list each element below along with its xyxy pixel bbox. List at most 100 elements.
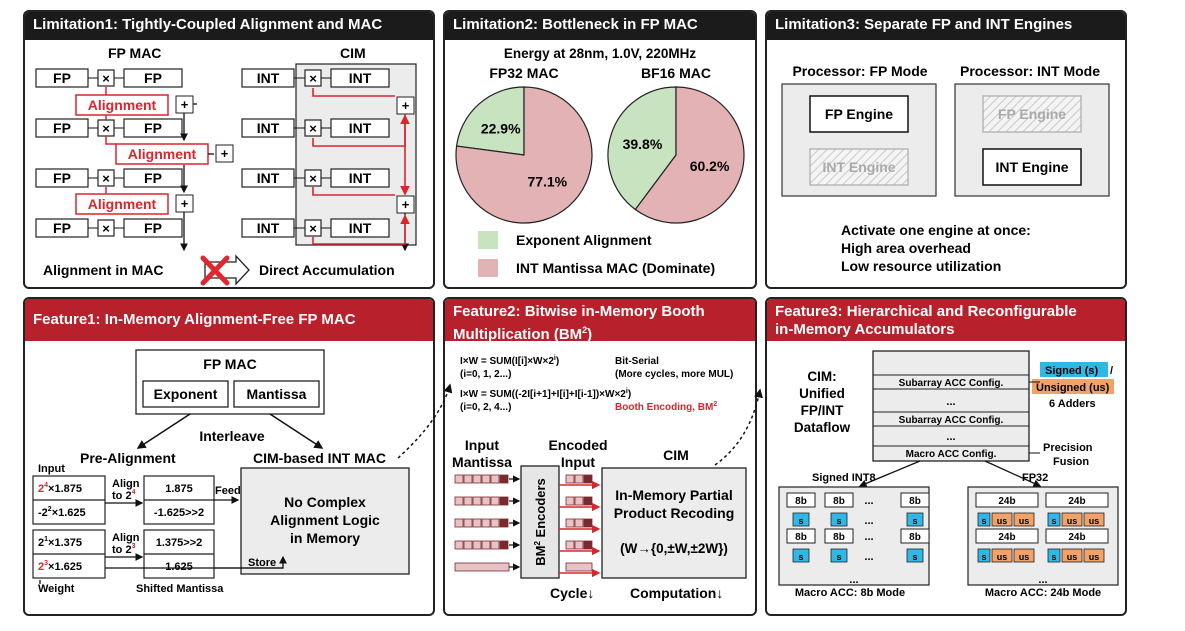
- pie-label-2-2: 60.2%: [690, 158, 730, 174]
- svg-text:INT Engine: INT Engine: [995, 159, 1068, 175]
- svg-text:FP: FP: [53, 220, 71, 236]
- svg-text:×: ×: [309, 221, 317, 236]
- svg-text:Input: Input: [561, 454, 596, 470]
- pie-fp32-title: FP32 MAC: [489, 65, 558, 81]
- lim1-caption-left: Alignment in MAC: [43, 262, 164, 278]
- svg-text:s: s: [912, 516, 917, 526]
- lim3-int-mode-label: Processor: INT Mode: [960, 63, 1100, 79]
- feature2-title: Feature2: Bitwise in-Memory Booth Multip…: [445, 299, 755, 343]
- int-row-2: INT×INT: [241, 118, 390, 138]
- lim3-note-1: Activate one engine at once:: [841, 222, 1031, 238]
- feature3-title-line1: Feature3: Hierarchical and Reconfigurabl…: [775, 303, 1077, 320]
- svg-text:s: s: [1051, 516, 1056, 526]
- lim1-cim-label: CIM: [340, 45, 366, 61]
- svg-text:INT: INT: [257, 170, 280, 186]
- pie-slice-2-2: [634, 86, 745, 224]
- svg-text:INT: INT: [349, 220, 372, 236]
- lim1-cross-icon: [200, 255, 230, 286]
- svg-text:Subarray ACC Config.: Subarray ACC Config.: [899, 378, 1004, 389]
- feat2-cim-box: [601, 467, 747, 579]
- pie-label-1-1: 22.9%: [481, 120, 521, 136]
- svg-text:/: /: [1110, 365, 1113, 377]
- svg-text:s: s: [981, 552, 986, 562]
- svg-text:us: us: [997, 552, 1008, 562]
- svg-text:×: ×: [309, 171, 317, 186]
- legend-exponent-alignment: Exponent Alignment: [516, 232, 652, 248]
- svg-text:us: us: [1089, 516, 1100, 526]
- lim1-cim-plus-2: +: [402, 197, 410, 212]
- svg-text:s: s: [836, 552, 841, 562]
- feat1-weight-label: Weight: [38, 583, 75, 595]
- limitation2-title: Limitation2: Bottleneck in FP MAC: [445, 12, 755, 40]
- feat2-computation: Computation↓: [630, 585, 723, 601]
- svg-text:×: ×: [309, 121, 317, 136]
- svg-text:No Complex: No Complex: [284, 494, 366, 510]
- feat1-to-feat2-link: [397, 383, 453, 459]
- svg-text:(i=0, 2, 4...): (i=0, 2, 4...): [460, 402, 511, 413]
- lim1-plus-1: +: [181, 97, 189, 112]
- svg-text:24b: 24b: [998, 532, 1015, 543]
- svg-text:INT: INT: [257, 70, 280, 86]
- svg-text:1.625: 1.625: [165, 561, 193, 573]
- svg-text:×: ×: [102, 221, 110, 236]
- svg-text:Subarray ACC Config.: Subarray ACC Config.: [899, 415, 1004, 426]
- fp-row-1: FP×FP: [35, 68, 183, 88]
- feat1-shifted-label: Shifted Mantissa: [136, 583, 224, 595]
- lim1-caption-right: Direct Accumulation: [259, 262, 395, 278]
- svg-text:s: s: [1051, 552, 1056, 562]
- feat3-signed-int8: Signed INT8: [812, 472, 876, 484]
- svg-text:...: ...: [864, 495, 873, 507]
- svg-text:8b: 8b: [909, 532, 921, 543]
- svg-text:us: us: [1067, 552, 1078, 562]
- feat1-interleave: Interleave: [199, 428, 265, 444]
- int-row-3: INT×INT: [241, 168, 390, 188]
- svg-text:(More cycles, more MUL): (More cycles, more MUL): [615, 369, 733, 380]
- svg-text:FP: FP: [144, 220, 162, 236]
- pie-bf16: 39.8%60.2%: [607, 86, 745, 224]
- lim2-diagram: Energy at 28nm, 1.0V, 220MHz FP32 MAC BF…: [455, 46, 745, 277]
- svg-text:1.875: 1.875: [165, 483, 193, 495]
- svg-text:...: ...: [864, 515, 873, 527]
- svg-text:Align: Align: [112, 532, 140, 544]
- svg-text:I×W = SUM(I[i]×W×2i): I×W = SUM(I[i]×W×2i): [460, 355, 559, 367]
- svg-text:in Memory: in Memory: [290, 530, 360, 546]
- svg-text:FP: FP: [53, 170, 71, 186]
- svg-text:INT: INT: [257, 120, 280, 136]
- svg-text:24b: 24b: [1068, 496, 1085, 507]
- feature1-title: Feature1: In-Memory Alignment-Free FP MA…: [25, 299, 433, 341]
- svg-text:FP/INT: FP/INT: [801, 403, 845, 418]
- lim3-int-engine-idle: [809, 148, 909, 186]
- svg-text:FP Engine: FP Engine: [998, 106, 1066, 122]
- svg-text:-22×1.625: -22×1.625: [38, 506, 86, 519]
- feat1-cim-box: [240, 467, 410, 575]
- svg-text:×: ×: [102, 171, 110, 186]
- svg-text:Encoded: Encoded: [548, 437, 607, 453]
- feat2-to-feat3-link: [714, 388, 763, 466]
- fp-row-3: FP×FP: [35, 168, 183, 188]
- svg-text:s: s: [798, 516, 803, 526]
- lim1-alignment-1: Alignment: [75, 94, 169, 116]
- svg-text:FP Engine: FP Engine: [825, 106, 893, 122]
- svg-text:Precision: Precision: [1043, 442, 1093, 454]
- svg-text:Mantissa: Mantissa: [452, 454, 512, 470]
- svg-text:to 23: to 23: [112, 543, 136, 556]
- feat1-mantissa: Mantissa: [247, 386, 307, 402]
- svg-text:...: ...: [946, 431, 955, 443]
- fp-row-4: FP × FP: [35, 218, 183, 238]
- lim1-cim-plus-1: +: [402, 98, 410, 113]
- svg-text:FP: FP: [53, 120, 71, 136]
- svg-text:23×1.625: 23×1.625: [38, 560, 82, 573]
- lim1-plus-2: +: [221, 146, 229, 161]
- svg-text:INT: INT: [257, 220, 280, 236]
- feat3-cim-stack: Subarray ACC Config. ... Subarray ACC Co…: [872, 350, 1030, 462]
- svg-text:8b: 8b: [833, 496, 845, 507]
- int-row-1: INT×INT: [241, 68, 390, 88]
- svg-text:...: ...: [849, 574, 858, 586]
- feat1-store: Store: [248, 557, 276, 569]
- svg-text:-1.625>>2: -1.625>>2: [154, 507, 204, 519]
- svg-text:Dataflow: Dataflow: [794, 420, 851, 435]
